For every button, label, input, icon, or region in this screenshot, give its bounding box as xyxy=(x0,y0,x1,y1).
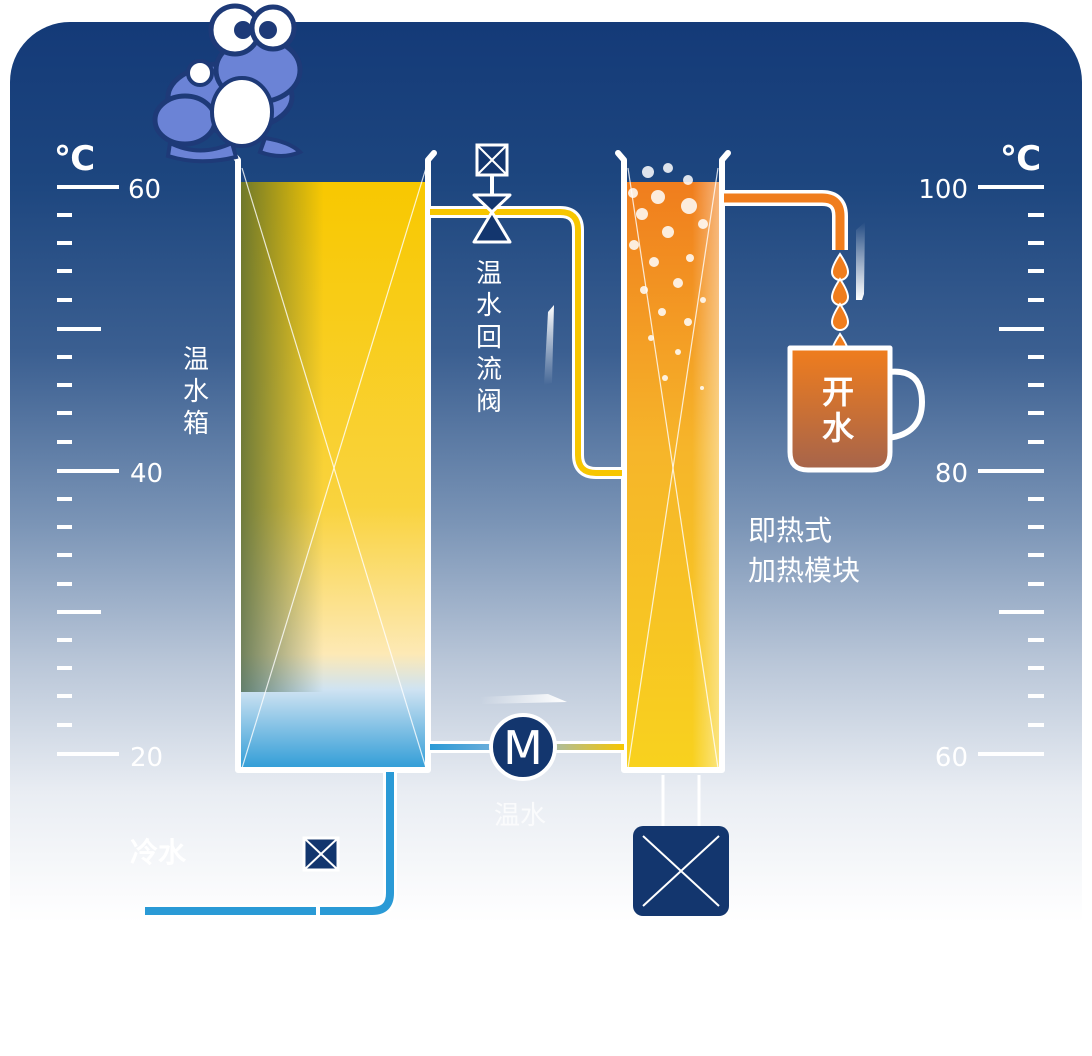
heater-element-icon xyxy=(633,775,729,916)
right-tick-100: 100 xyxy=(918,175,968,205)
return-valve-label-part: 温 xyxy=(476,259,502,289)
return-valve-label-part: 流 xyxy=(476,355,502,385)
instant-heater-column xyxy=(615,150,731,773)
heater-label-part: 加热模块 xyxy=(748,554,860,587)
left-tick-20: 20 xyxy=(130,743,163,773)
left-scale-unit: ℃ xyxy=(54,139,95,179)
warm-pump-label: 温水 xyxy=(494,801,546,831)
right-scale-unit: ℃ xyxy=(1000,139,1041,179)
cold-water-inlet-pipe xyxy=(145,772,397,918)
warm-tank-label-part: 水 xyxy=(183,377,209,407)
return-pipe xyxy=(430,206,622,479)
boiling-bubbles xyxy=(628,163,708,390)
down-flow-arrow-icon xyxy=(856,222,865,300)
right-flow-arrow-icon xyxy=(480,694,567,704)
boiling-water-label-part: 开 xyxy=(822,373,854,411)
right-tick-80: 80 xyxy=(935,459,968,489)
heater-label-part: 即热式 xyxy=(748,514,832,547)
heater-label: 即热式加热模块 xyxy=(748,514,860,587)
warm-water-tank xyxy=(229,150,437,773)
boiling-water-label: 开水 xyxy=(822,373,855,447)
background-panel xyxy=(10,22,1082,1044)
left-tick-40: 40 xyxy=(130,459,163,489)
warm-tank-label-part: 温 xyxy=(183,345,209,375)
return-valve-label-part: 阀 xyxy=(476,387,502,417)
frog-mascot xyxy=(152,3,304,164)
outlet-pipe xyxy=(724,190,848,250)
return-valve-label-part: 水 xyxy=(476,291,502,321)
pump-symbol: M xyxy=(503,721,543,775)
left-temperature-scale xyxy=(57,185,119,756)
water-drops xyxy=(830,252,850,360)
up-flow-arrow-icon xyxy=(544,305,554,385)
left-tick-60: 60 xyxy=(128,175,161,205)
warm-tank-label: 温水箱 xyxy=(183,345,209,439)
return-valve-label: 温水回流阀 xyxy=(476,259,502,417)
return-valve-icon xyxy=(472,143,512,244)
cold-water-label: 冷水 xyxy=(130,836,187,869)
return-valve-label-part: 回 xyxy=(476,323,502,353)
cold-inlet-valve-icon xyxy=(302,836,340,872)
pump-icon: M xyxy=(489,713,557,781)
cold-water-label-part: 冷水 xyxy=(130,836,187,869)
warm-tank-label-part: 箱 xyxy=(183,409,209,439)
right-tick-60: 60 xyxy=(935,743,968,773)
boiling-water-label-part: 水 xyxy=(822,409,855,447)
right-temperature-scale xyxy=(978,185,1044,756)
warm-pump-label-part: 温水 xyxy=(494,801,546,831)
boiling-water-cup xyxy=(787,345,926,473)
